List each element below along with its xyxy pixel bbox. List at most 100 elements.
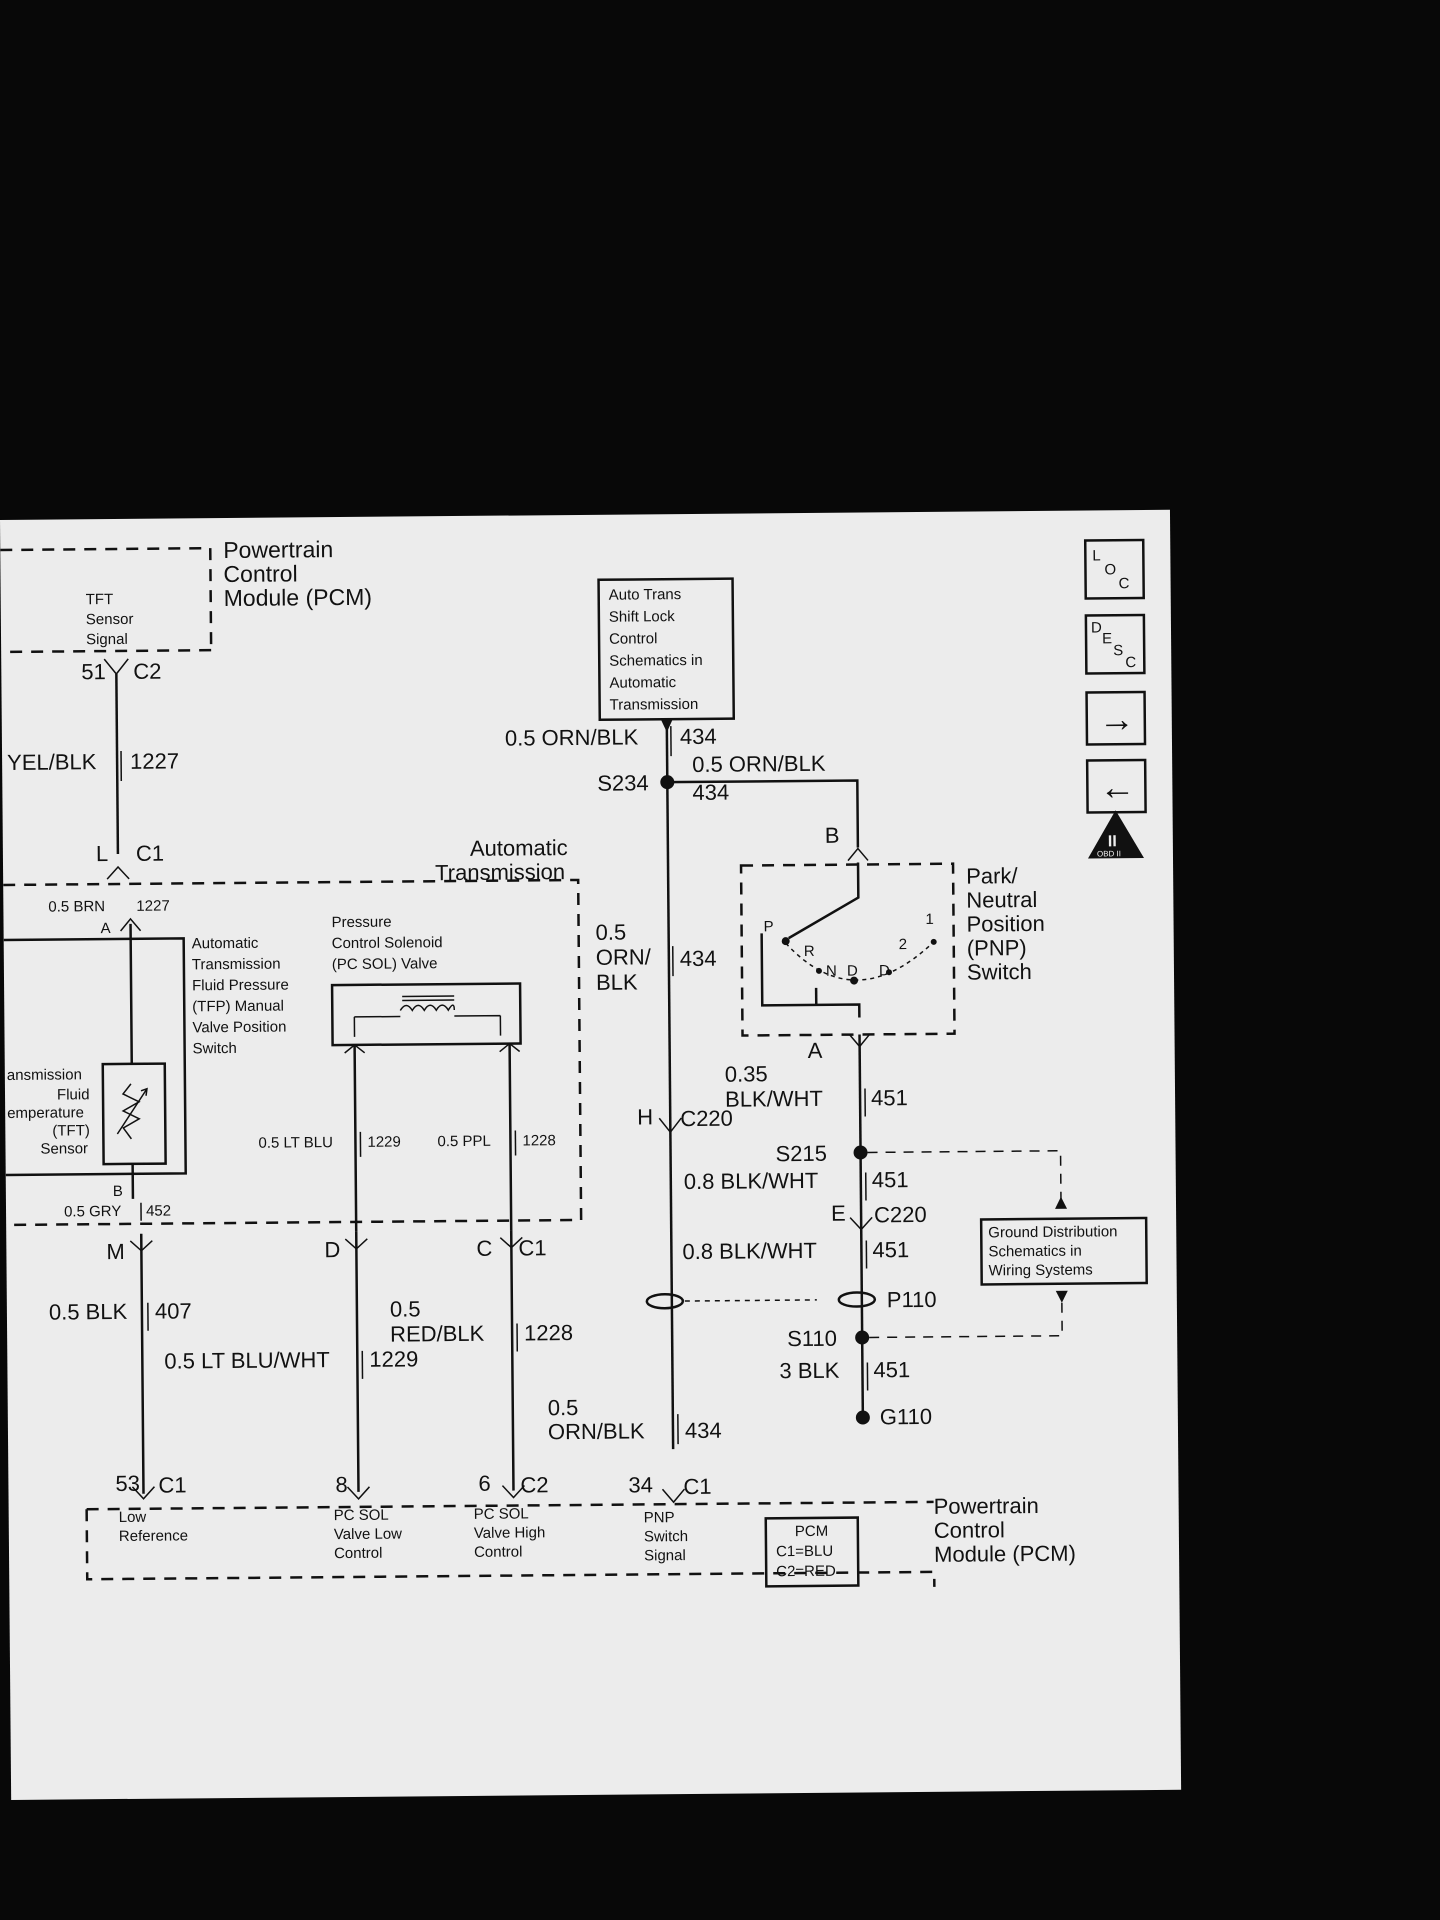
tft-label-2: Fluid [57,1086,90,1103]
desc-e: E [1102,630,1112,647]
loc-button[interactable]: L O C [1083,538,1145,600]
wire-434-main: 0.5 ORN/BLK 434 S234 0.5 ORN/BLK 434 0.5… [505,719,860,1504]
shift-lock-line-5: Automatic [609,674,676,692]
splice-s215 [853,1145,868,1160]
conn-6-pin: 6 [478,1471,490,1496]
ground-ref-line-1: Ground Distribution [988,1223,1117,1241]
conn-c1-bottom: C1 [518,1235,546,1260]
wire-434-mid-circuit: 434 [680,946,717,971]
pcsol-label-3: (PC SOL) Valve [332,955,438,973]
pcm-bottom-title-2: Control [934,1517,1005,1543]
ground-ref-line-3: Wiring Systems [989,1261,1093,1279]
splice-s110-label: S110 [787,1326,837,1351]
wire-451-b-gauge: 0.8 BLK/WHT [684,1168,819,1194]
shift-lock-line-1: Auto Trans [609,586,682,604]
wire-451-d-gauge: 3 BLK [779,1358,839,1384]
tfp-label-2: Transmission [192,956,281,974]
conn-c-pin: C [476,1236,492,1261]
conn-53-pin: 53 [115,1471,140,1496]
int-pin-b: B [113,1183,123,1200]
pnp-title-2: Neutral [966,887,1037,913]
splice-s215-label: S215 [775,1141,827,1166]
conn-34-c1: C1 [683,1474,711,1499]
pnp-signal-2: Switch [644,1528,688,1545]
int-pin-a: A [100,920,110,937]
tft-sensor-box [101,1062,167,1166]
legend-line-1: PCM [795,1523,828,1540]
int-1228-gauge: 0.5 PPL [437,1133,491,1150]
pcm-top-box: Powertrain Control Module (PCM) TFT Sens… [0,536,372,684]
ground-distribution-ref-box[interactable]: Ground Distribution Schematics in Wiring… [979,1216,1148,1303]
solenoid-coil-icon [399,1004,456,1012]
conn-e-pin: E [831,1201,846,1226]
legend-line-3: C2=RED [776,1563,836,1581]
wire-434-mid-gauge-3: BLK [596,969,638,994]
pnp-pos-d-label: D [879,962,890,979]
obd-ii-button[interactable]: II OBD II [1087,810,1144,859]
desc-button[interactable]: D E S C [1084,613,1146,675]
pnp-title-1: Park/ [966,863,1018,888]
wiring-schematic: Powertrain Control Module (PCM) TFT Sens… [0,536,1148,1588]
pcm-bottom-title-1: Powertrain [934,1493,1039,1519]
shift-lock-line-2: Shift Lock [609,608,676,626]
tfp-switch-box [3,937,187,1177]
int-1227-circuit: 1227 [136,898,170,915]
wire-407-circuit: 407 [155,1298,192,1323]
conn-8-pin: 8 [335,1472,347,1497]
tft-label-1: ansmission [7,1066,82,1084]
ground-g110-label: G110 [880,1404,932,1429]
pcm-top-pin: 51 [81,659,106,684]
wire-451-b-circuit: 451 [872,1167,909,1192]
next-page-button[interactable]: → [1085,690,1147,746]
wire-434-branch-circuit: 434 [692,780,729,805]
desc-s: S [1113,642,1123,659]
wire-451-d-circuit: 451 [873,1357,910,1382]
conn-c220-e: C220 [874,1202,927,1227]
wire-434-mid-gauge-1: 0.5 [596,920,627,945]
conn-c1-l-pin: L [96,841,108,866]
tft-sensor-signal-2: Sensor [86,611,134,628]
int-1227-gauge: 0.5 BRN [48,898,105,915]
wire-1228-gauge-2: RED/BLK [390,1321,485,1347]
loc-o: O [1104,561,1116,578]
legend-line-2: C1=BLU [776,1543,833,1560]
wire-434-branch-gauge: 0.5 ORN/BLK [692,751,826,777]
pass-through-p110-left [645,1292,685,1310]
pc-solenoid-box [330,982,522,1047]
obd-warning-triangle-icon [1087,810,1144,859]
int-1229-circuit: 1229 [367,1134,401,1151]
low-ref-2: Reference [119,1527,188,1545]
left-arrow-icon: ← [1099,766,1135,807]
prev-page-button[interactable]: ← [1085,758,1147,814]
shift-lock-line-4: Schematics in [609,652,703,670]
wire-1228-gauge-1: 0.5 [390,1296,421,1321]
pcsol-low-3: Control [334,1545,383,1562]
pnp-signal-3: Signal [644,1547,686,1564]
pnp-pos-2: 2 [899,936,907,953]
conn-53-c1: C1 [158,1472,186,1497]
pcm-top-connector: C2 [133,659,161,684]
pcsol-low-2: Valve Low [334,1526,402,1544]
conn-m-pin: M [106,1239,125,1264]
wire-434-top-circuit: 434 [680,724,717,749]
monitor-screen: Powertrain Control Module (PCM) TFT Sens… [0,509,1182,1800]
pass-through-p110-label: P110 [887,1287,937,1312]
pnp-title-3: Position [966,911,1044,937]
int-452-gauge: 0.5 GRY [64,1203,121,1220]
shift-lock-ref-box[interactable]: Auto Trans Shift Lock Control Schematics… [597,577,736,722]
pnp-pos-1: 1 [925,911,933,928]
conn-c220-h: C220 [680,1106,733,1131]
tft-label-5: Sensor [40,1140,88,1157]
pcm-top-title-1: Powertrain [223,536,333,563]
pcsol-low-1: PC SOL [334,1507,389,1524]
obd-numeral: II [1108,833,1117,850]
wire-1227-gauge: YEL/BLK [7,749,97,775]
pnp-pos-n: N [826,963,837,980]
wire-451-a-gauge-1: 0.35 [725,1061,768,1086]
pnp-pos-p: P [764,918,774,935]
tfp-label-4: (TFP) Manual [192,998,284,1016]
desc-d: D [1091,619,1102,636]
splice-s234-label: S234 [597,770,649,795]
right-arrow-icon: → [1099,698,1135,739]
pcsol-label-1: Pressure [331,914,391,932]
